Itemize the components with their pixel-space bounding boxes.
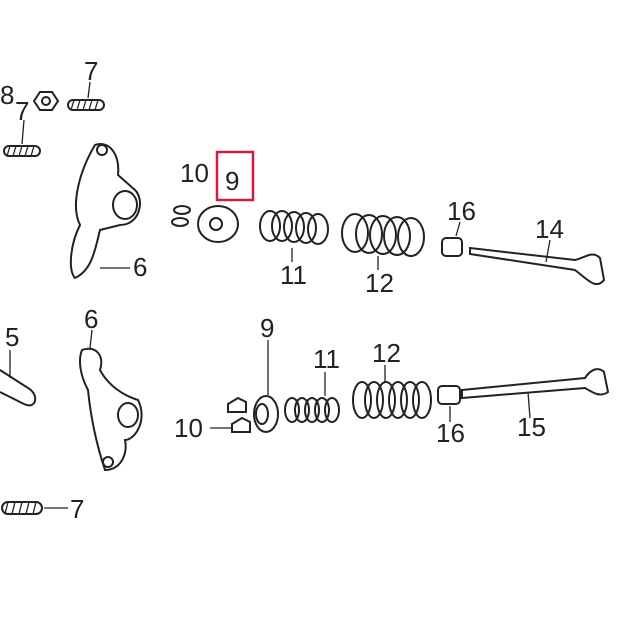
label-9-highlighted[interactable]: 9 — [225, 166, 239, 196]
label-7[interactable]: 7 — [70, 494, 84, 524]
label-5[interactable]: 5 — [5, 322, 19, 352]
rocker-arm-top — [69, 143, 141, 280]
spring-11-bottom — [284, 397, 340, 423]
label-6[interactable]: 6 — [84, 304, 98, 334]
label-12[interactable]: 12 — [372, 338, 401, 368]
label-12[interactable]: 12 — [365, 268, 394, 298]
valve-seal-bottom — [437, 385, 461, 405]
label-9[interactable]: 9 — [260, 313, 274, 343]
rocker-arm-bottom — [79, 347, 143, 472]
valve-14 — [469, 246, 606, 286]
label-15[interactable]: 15 — [517, 412, 546, 442]
label-8[interactable]: 8 — [0, 80, 14, 110]
valve-keepers-top — [171, 205, 191, 227]
valve-15 — [461, 368, 610, 400]
spring-11-top — [259, 210, 329, 245]
label-16[interactable]: 16 — [447, 196, 476, 226]
spring-retainer-bottom — [253, 395, 279, 433]
label-11[interactable]: 11 — [280, 260, 307, 290]
label-16[interactable]: 16 — [436, 418, 465, 448]
adjust-screw-7c — [1, 501, 43, 515]
label-6[interactable]: 6 — [133, 252, 147, 282]
adjust-screw-7b — [3, 145, 41, 157]
label-10[interactable]: 10 — [174, 413, 203, 443]
label-10[interactable]: 10 — [180, 158, 209, 188]
valve-seal-top — [441, 237, 463, 257]
highlight-box — [215, 150, 255, 202]
label-7[interactable]: 7 — [84, 56, 98, 86]
shaft-5 — [0, 369, 37, 407]
label-14[interactable]: 14 — [535, 214, 564, 244]
valve-keepers-bottom — [227, 396, 251, 433]
nut-8 — [32, 91, 60, 111]
spring-retainer-top — [197, 205, 239, 243]
adjust-screw-7a — [67, 99, 105, 111]
label-11[interactable]: 11 — [313, 344, 340, 374]
spring-12-top — [341, 213, 425, 257]
label-7[interactable]: 7 — [15, 96, 29, 126]
spring-12-bottom — [352, 381, 432, 419]
